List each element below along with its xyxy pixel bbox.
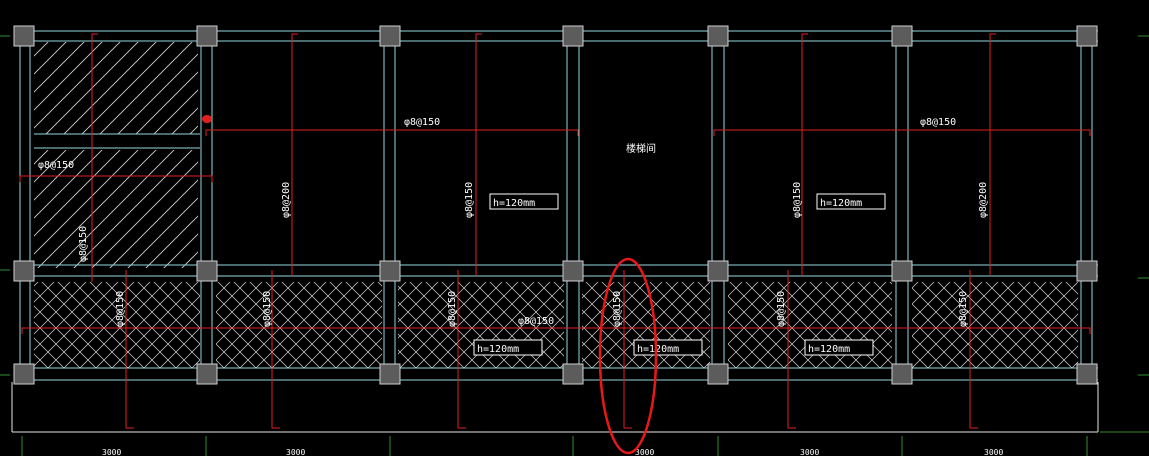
lower-span4-thickness: h=120mm — [637, 344, 679, 355]
column — [891, 363, 913, 385]
stair-room-label: 楼梯间 — [626, 142, 656, 155]
lower-span2-rebar-vertical: φ8@150 — [262, 291, 273, 327]
column — [196, 25, 218, 47]
column — [707, 25, 729, 47]
dimension-4: 3000 — [800, 448, 819, 456]
upper-span4-rebar-vertical: φ8@150 — [792, 182, 803, 218]
grip-marker-icon[interactable] — [202, 115, 212, 123]
column — [562, 25, 584, 47]
upper-span1-rebar-vertical: φ8@150 — [78, 226, 89, 262]
upper-span2-rebar-vertical: φ8@200 — [281, 182, 292, 218]
column — [196, 260, 218, 282]
lower-span3-thickness: h=120mm — [477, 344, 519, 355]
columns — [13, 25, 1098, 385]
hatch-slab-upper-left — [34, 42, 198, 134]
thickness-boxes — [473, 193, 886, 356]
column — [891, 260, 913, 282]
upper-span5-rebar-vertical: φ8@200 — [978, 182, 989, 218]
lower-span6-rebar-vertical: φ8@150 — [958, 291, 969, 327]
column — [562, 363, 584, 385]
dimension-1: 3000 — [102, 448, 121, 456]
hatch-slab-bottom-2 — [216, 282, 382, 368]
hatch-slab-bottom-6 — [912, 282, 1078, 368]
upper-span3-rebar-vertical: φ8@150 — [464, 182, 475, 218]
column — [1076, 363, 1098, 385]
upper-span3-rebar-top: φ8@150 — [404, 117, 440, 128]
column — [196, 363, 218, 385]
column — [13, 363, 35, 385]
axis-grid-ticks — [0, 35, 1149, 456]
lower-span5-thickness: h=120mm — [808, 344, 850, 355]
upper-span3-thickness: h=120mm — [493, 198, 535, 209]
column — [379, 260, 401, 282]
hatch-slab-bottom-1 — [34, 282, 200, 368]
dimension-3: 3000 — [635, 448, 654, 456]
rebar-lines — [19, 33, 1091, 429]
column — [379, 363, 401, 385]
lower-span5-rebar-vertical: φ8@150 — [776, 291, 787, 327]
walls — [14, 30, 1098, 381]
upper-span4-thickness: h=120mm — [820, 198, 862, 209]
column — [1076, 260, 1098, 282]
column — [707, 363, 729, 385]
column — [562, 260, 584, 282]
upper-span1-rebar-top: φ8@150 — [38, 160, 74, 171]
lower-span1-rebar-vertical: φ8@150 — [115, 291, 126, 327]
lower-span3-rebar-vertical: φ8@150 — [447, 291, 458, 327]
highlight-ellipse — [598, 257, 658, 455]
upper-span4-rebar-top: φ8@150 — [920, 117, 956, 128]
column — [891, 25, 913, 47]
base-outline — [11, 382, 1099, 433]
column — [13, 260, 35, 282]
column — [13, 25, 35, 47]
dimension-2: 3000 — [286, 448, 305, 456]
dimension-5: 3000 — [984, 448, 1003, 456]
lower-span4-rebar-vertical: φ8@150 — [612, 291, 623, 327]
hatch-slab-lower-left — [34, 150, 198, 268]
column — [707, 260, 729, 282]
lower-rebar-horizontal: φ8@150 — [518, 316, 554, 327]
column — [1076, 25, 1098, 47]
column — [379, 25, 401, 47]
